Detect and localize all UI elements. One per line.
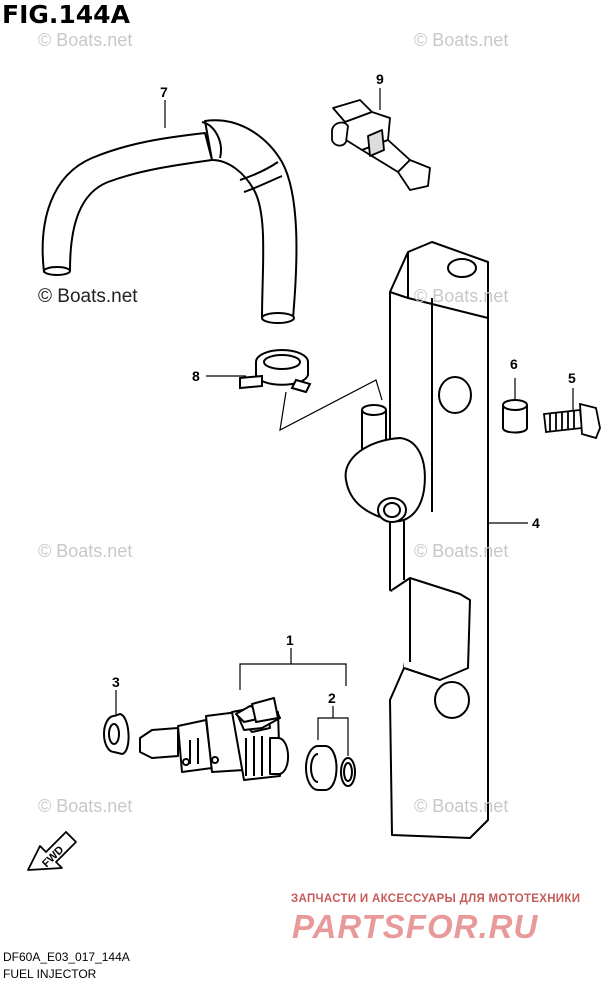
callout-8: 8	[192, 368, 200, 384]
watermark: © Boats.net	[38, 30, 133, 50]
watermark: © Boats.net	[414, 286, 509, 306]
part-6-collar	[502, 399, 528, 434]
watermark: © Boats.net	[38, 286, 138, 307]
part-7-fuel-hose	[41, 119, 298, 324]
promo-tagline: ЗАПЧАСТИ И АКСЕССУАРЫ ДЛЯ МОТОТЕХНИКИ	[291, 893, 581, 905]
leader-lines	[115, 88, 574, 756]
part-8-clamp	[239, 349, 312, 394]
part-5-bolt	[543, 402, 601, 440]
part-4-fuel-rail	[389, 241, 489, 839]
watermark: © Boats.net	[414, 30, 509, 50]
part-2-o-rings	[305, 745, 356, 791]
part-9-clip	[331, 99, 431, 191]
callout-7: 7	[160, 84, 168, 100]
callout-6: 6	[510, 356, 518, 372]
watermark: © Boats.net	[38, 541, 133, 561]
watermark: © Boats.net	[414, 796, 509, 816]
rail-nozzle	[344, 404, 426, 523]
figure-title: FIG.144A	[2, 0, 130, 29]
callout-5: 5	[568, 370, 576, 386]
figure-code: DF60A_E03_017_144A	[3, 950, 130, 964]
watermark: © Boats.net	[414, 541, 509, 561]
callout-4: 4	[532, 515, 540, 531]
figure-name: FUEL INJECTOR	[3, 967, 97, 981]
promo-logo: PARTSFOR.RU	[292, 908, 539, 945]
callout-3: 3	[112, 674, 120, 690]
part-3-insulator	[103, 712, 130, 756]
watermark: © Boats.net	[38, 796, 133, 816]
callout-1: 1	[286, 632, 294, 648]
fwd-arrow-icon	[27, 831, 77, 871]
part-1-fuel-injector	[139, 697, 289, 781]
callout-9: 9	[376, 71, 384, 87]
callout-2: 2	[328, 690, 336, 706]
